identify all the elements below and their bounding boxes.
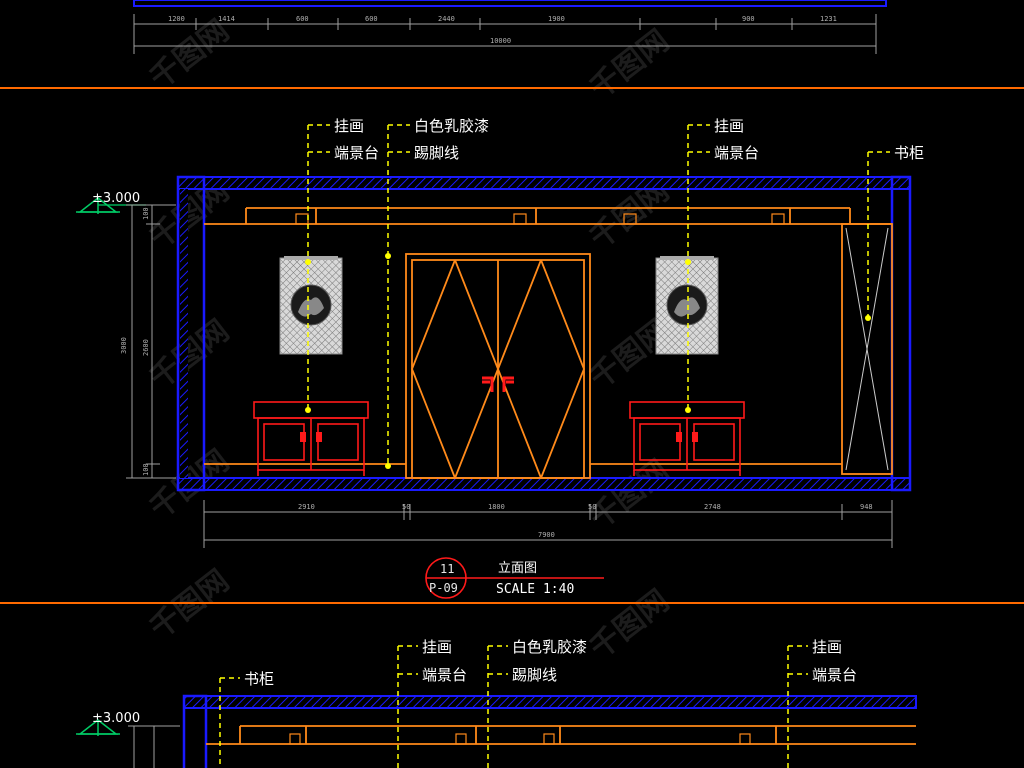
lower-label-console-right: 端景台 <box>812 666 857 684</box>
top-view: 1200 1414 600 600 2440 1900 900 1231 100… <box>133 0 887 54</box>
level-marker: ±3.000 <box>76 191 146 214</box>
label-bookcase: 书柜 <box>894 144 924 162</box>
watermark: 千图网 <box>143 563 235 646</box>
lower-level-value: ±3.000 <box>92 711 140 726</box>
leader-lines <box>305 124 890 469</box>
lower-label-latex-paint: 白色乳胶漆 <box>512 638 587 656</box>
lower-label-console-left: 端景台 <box>422 666 467 684</box>
vertical-dim: 100 <box>142 463 150 476</box>
title-sheet: P-09 <box>429 581 458 595</box>
label-skirting: 踢脚线 <box>414 144 459 162</box>
top-dim: 1231 <box>820 15 837 23</box>
label-painting-right: 挂画 <box>714 117 744 135</box>
bottom-dimensions: 2910 50 1800 50 2748 948 7900 <box>203 500 893 548</box>
hanging-painting-right <box>655 256 719 355</box>
bottom-dim-total: 7900 <box>538 531 555 539</box>
lower-label-painting-right: 挂画 <box>812 638 842 656</box>
top-dim-total: 10000 <box>490 37 511 45</box>
lower-elevation: 书柜 挂画 端景台 白色乳胶漆 踢脚线 挂画 端景台 ±3.000 <box>76 638 917 768</box>
top-dim: 2440 <box>438 15 455 23</box>
vertical-dim: 2600 <box>142 339 150 356</box>
drawing-title: 11 P-09 立面图 SCALE 1:40 <box>425 557 604 599</box>
lower-label-bookcase: 书柜 <box>244 670 274 688</box>
label-console-left: 端景台 <box>334 144 379 162</box>
vertical-dimensions: 3000 100 2600 100 <box>120 204 176 479</box>
lower-label-skirting: 踢脚线 <box>512 666 557 684</box>
top-dim: 600 <box>365 15 378 23</box>
top-dim: 1414 <box>218 15 235 23</box>
vertical-dim: 3000 <box>120 337 128 354</box>
level-value: ±3.000 <box>92 191 140 206</box>
top-dim: 1200 <box>168 15 185 23</box>
bottom-dim: 948 <box>860 503 873 511</box>
lower-label-painting-left: 挂画 <box>422 638 452 656</box>
right-wall <box>890 175 912 492</box>
title-scale: SCALE 1:40 <box>496 582 574 597</box>
bottom-dim: 2910 <box>298 503 315 511</box>
watermark: 千图网 <box>143 13 235 96</box>
bottom-dim: 50 <box>588 503 596 511</box>
title-text: 立面图 <box>498 561 537 576</box>
watermark: 千图网 <box>583 453 675 536</box>
left-wall <box>176 175 206 492</box>
ceiling-slab <box>177 176 911 190</box>
top-dim-ticks <box>133 14 877 54</box>
watermark: 千图网 <box>143 313 235 396</box>
watermark-layer: 千图网 千图网 千图网 千图网 千图网 千图网 千图网 千图网 千图网 千图网 <box>143 13 675 666</box>
label-latex-paint: 白色乳胶漆 <box>414 117 489 135</box>
console-table-right <box>629 401 745 476</box>
top-dim: 1900 <box>548 15 565 23</box>
watermark: 千图网 <box>583 583 675 666</box>
label-painting-left: 挂画 <box>334 117 364 135</box>
double-door <box>405 253 591 479</box>
floor-slab <box>177 477 911 491</box>
title-number: 11 <box>440 562 454 576</box>
top-dim: 600 <box>296 15 309 23</box>
console-table-left <box>253 401 369 476</box>
lower-level-marker: ±3.000 <box>76 711 140 736</box>
lower-leader-lines <box>219 645 808 768</box>
bookcase <box>841 223 893 475</box>
label-console-right: 端景台 <box>714 144 759 162</box>
bottom-dim: 2748 <box>704 503 721 511</box>
top-dim: 900 <box>742 15 755 23</box>
ceiling-molding <box>204 207 892 225</box>
main-elevation: 挂画 端景台 白色乳胶漆 踢脚线 挂画 端景台 书柜 ±3.000 3000 1… <box>76 117 924 599</box>
vertical-dim: 100 <box>142 207 150 220</box>
hanging-painting-left <box>279 256 343 355</box>
bottom-dim: 50 <box>402 503 410 511</box>
bottom-dim: 1800 <box>488 503 505 511</box>
watermark: 千图网 <box>583 23 675 106</box>
